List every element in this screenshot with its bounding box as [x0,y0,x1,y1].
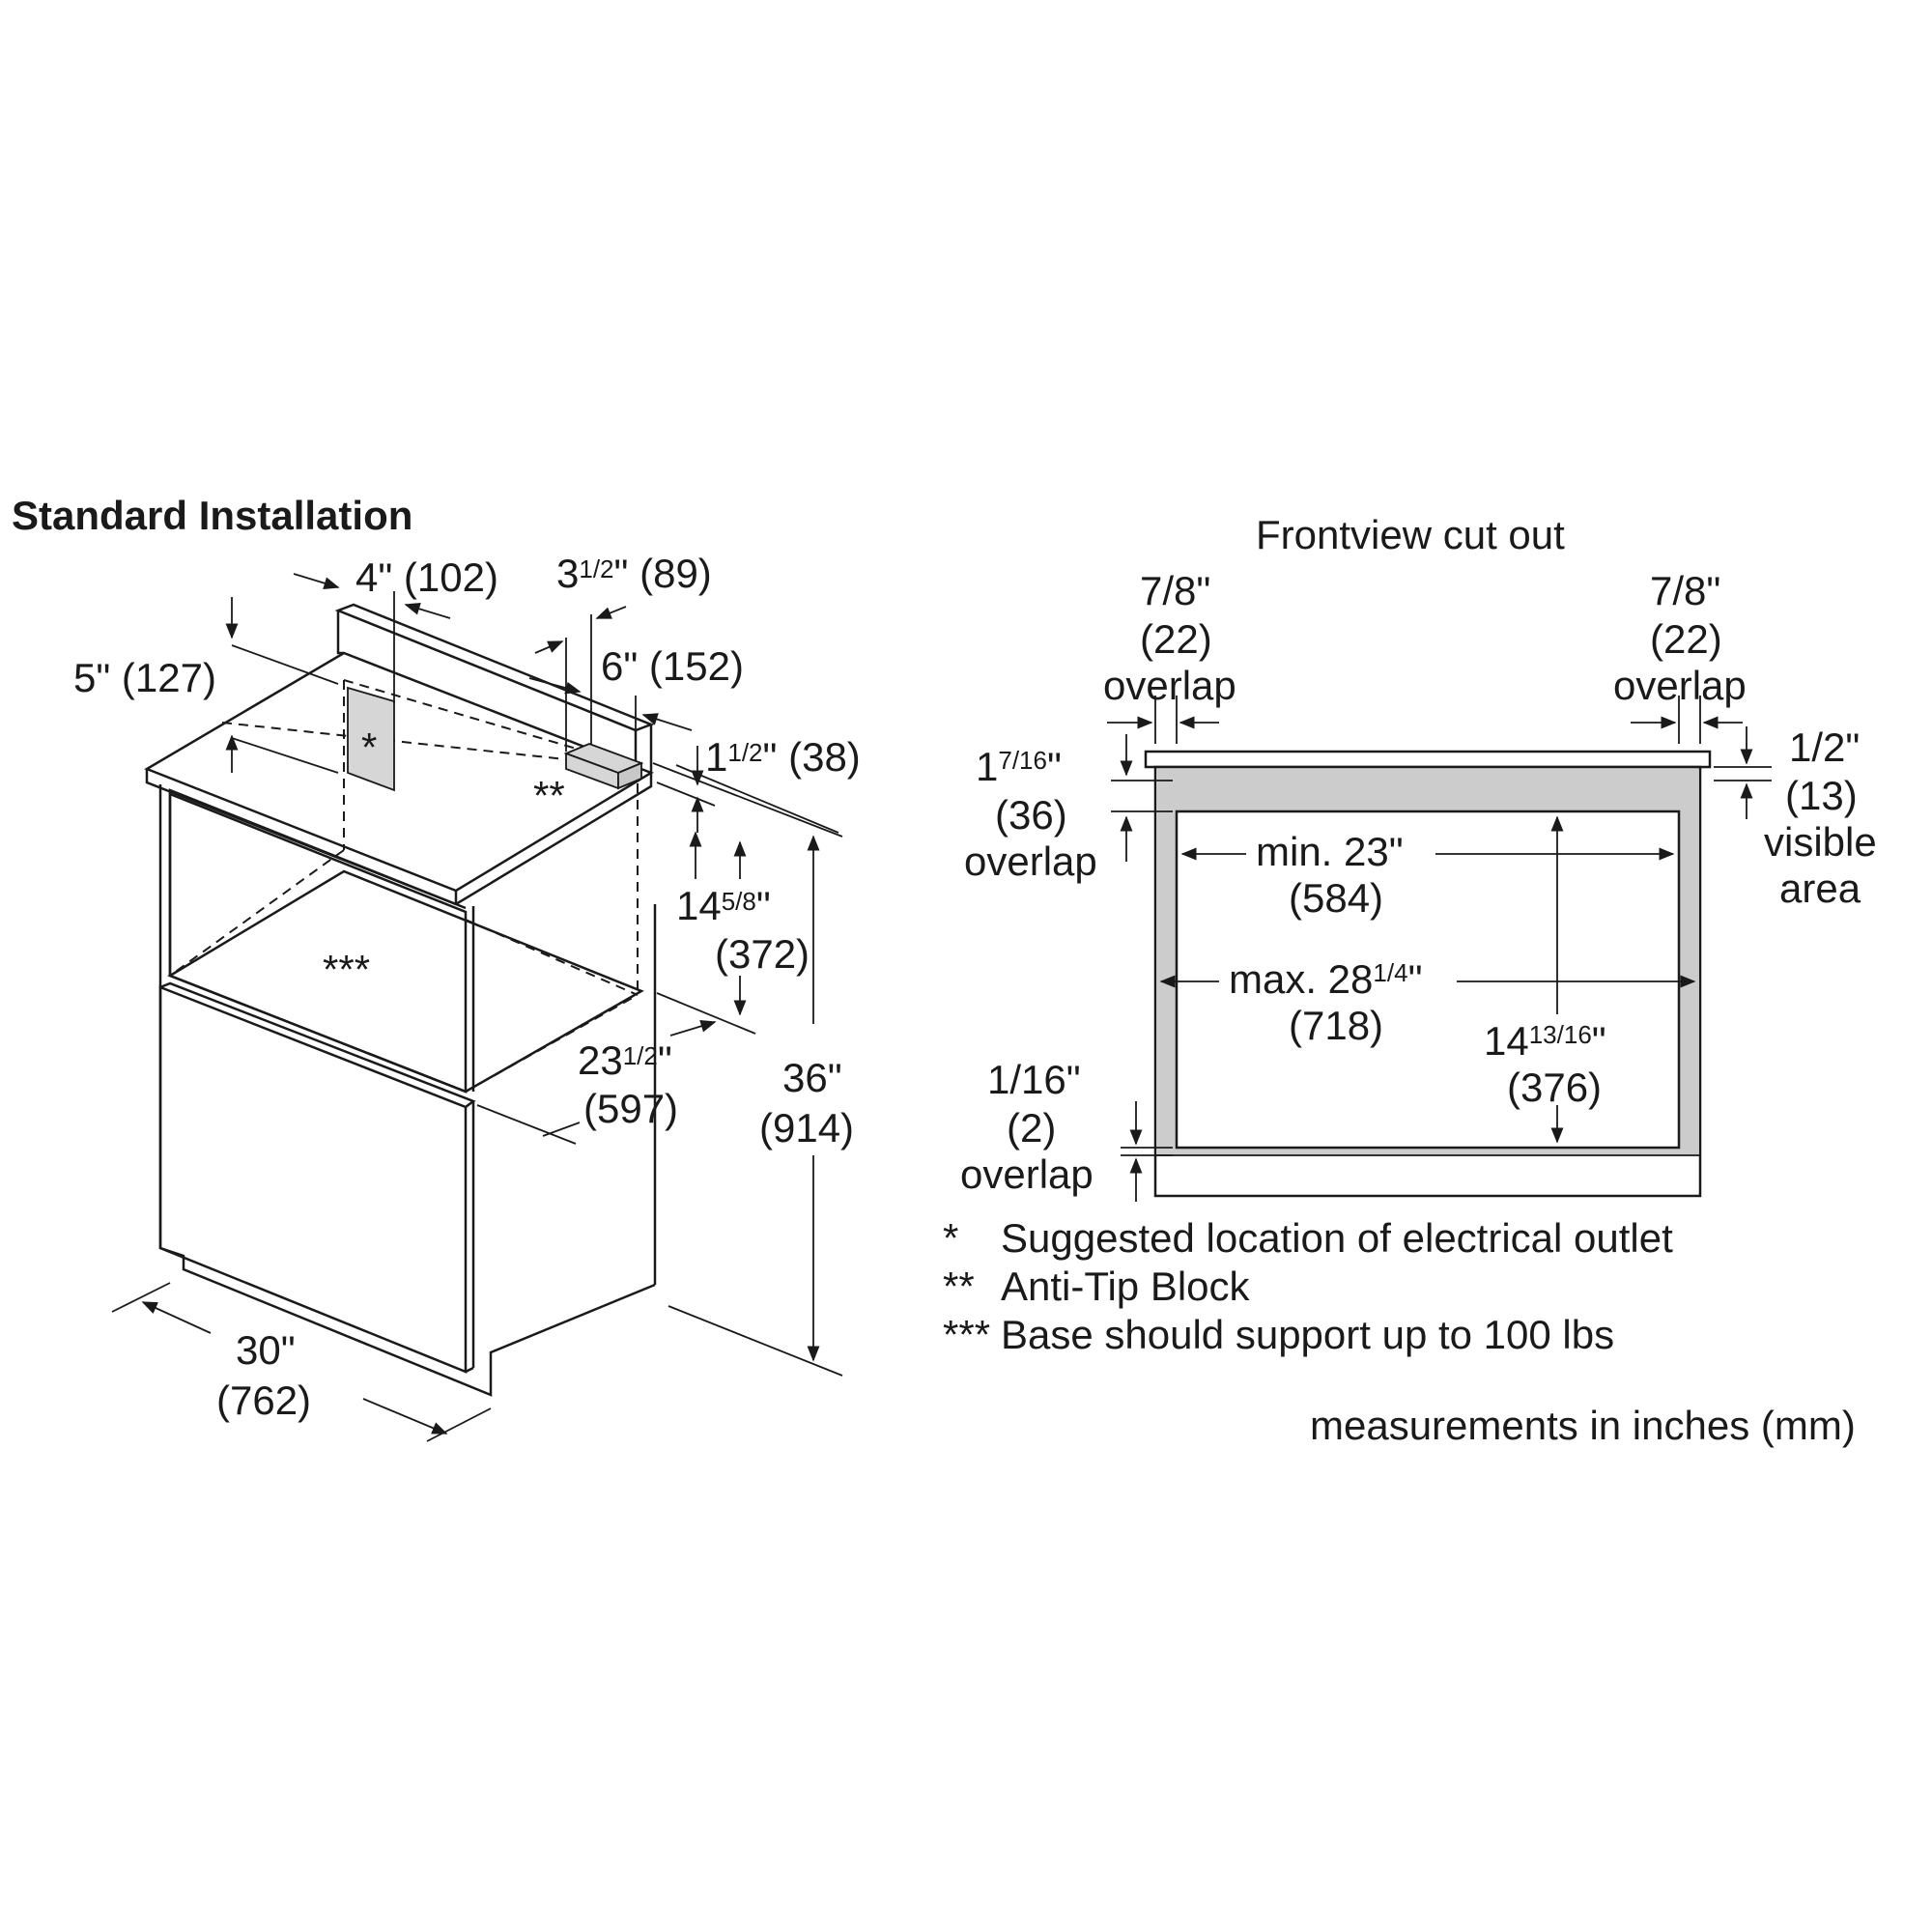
svg-text:17/16": 17/16" [976,744,1062,789]
svg-text:(584): (584) [1289,875,1383,921]
svg-text:area: area [1779,866,1861,911]
svg-text:6" (152): 6" (152) [601,643,744,689]
outlet-mark: * [361,724,377,770]
dim-top-right-overlap: 7/8" (22) overlap [1613,568,1747,744]
dim-right-visible-area: 1/2" (13) visible area [1714,724,1877,911]
svg-text:overlap: overlap [964,838,1097,884]
svg-text:***: *** [943,1312,990,1357]
svg-text:overlap: overlap [1103,663,1236,708]
legend-item: * Suggested location of electrical outle… [943,1215,1673,1261]
dim-23-5in: 231/2" (597) [476,1020,717,1145]
svg-text:7/8": 7/8" [1650,568,1720,613]
svg-text:(376): (376) [1507,1065,1602,1110]
frontview-cutout-drawing: Frontview cut out 7/8" (22) overlap 7/8" [960,512,1877,1202]
hidden-lines [169,679,639,1093]
svg-text:145/8": 145/8" [676,883,771,928]
svg-text:30": 30" [236,1327,296,1373]
legend-item: *** Base should support up to 100 lbs [943,1312,1614,1357]
legend: * Suggested location of electrical outle… [943,1215,1673,1357]
svg-text:(718): (718) [1289,1003,1383,1048]
svg-text:**: ** [943,1264,975,1309]
svg-text:max. 281/4": max. 281/4" [1229,956,1422,1002]
svg-text:(22): (22) [1140,616,1212,662]
dim-30in: 30" (762) [111,1282,492,1442]
dim-5in: 5" (127) [73,597,339,774]
svg-text:(22): (22) [1650,616,1722,662]
anti-tip-block [563,743,644,790]
svg-text:overlap: overlap [1613,663,1747,708]
dim-left-overlap: 17/16" (36) overlap [964,734,1173,884]
svg-text:(914): (914) [759,1105,854,1151]
svg-text:(13): (13) [1785,773,1858,818]
standard-installation-title: Standard Installation [12,493,412,538]
svg-text:Base should support up to 100: Base should support up to 100 lbs [1001,1312,1614,1357]
dim-3-5in: 31/2" (89) [534,551,712,752]
cutout-frame [1153,765,1702,1198]
antitip-mark: ** [533,773,565,818]
svg-text:7/8": 7/8" [1140,568,1210,613]
dim-14-5-8in: 145/8" (372) [656,831,810,1035]
svg-text:min. 23": min. 23" [1256,829,1404,874]
appliance-top-plate [1144,750,1712,769]
cutout-opening [1175,810,1681,1150]
measurements-note: measurements in inches (mm) [1310,1403,1856,1448]
standard-installation-drawing: Standard Installation * [12,493,861,1442]
svg-text:visible: visible [1764,819,1877,865]
dim-height: 1413/16" (376) [1484,815,1606,1144]
dim-max-width: max. 281/4" (718) [1159,956,1696,1048]
svg-text:(36): (36) [995,792,1067,838]
svg-text:(2): (2) [1007,1105,1056,1151]
svg-text:11/2" (38): 11/2" (38) [705,734,861,780]
dim-min-width: min. 23" (584) [1180,829,1675,921]
svg-text:Suggested location of electric: Suggested location of electrical outlet [1001,1215,1673,1261]
dim-6in: 6" (152) [528,643,744,734]
dim-4in: 4" (102) [293,554,498,703]
base-mark: *** [323,947,370,992]
svg-text:Anti-Tip Block: Anti-Tip Block [1001,1264,1251,1309]
svg-text:1/2": 1/2" [1789,724,1860,770]
svg-text:(762): (762) [216,1378,311,1423]
svg-text:5" (127): 5" (127) [73,655,216,700]
cabinet [158,784,657,1397]
frontview-title: Frontview cut out [1256,512,1565,557]
svg-text:(597): (597) [583,1086,678,1131]
svg-text:231/2": 231/2" [578,1037,672,1083]
overlap-band [1157,769,1698,1155]
dim-bottom-left-overlap: 1/16" (2) overlap [960,1057,1173,1202]
svg-text:31/2" (89): 31/2" (89) [556,551,712,596]
dim-1-5in: 11/2" (38) [656,734,861,834]
outlet-location [347,686,395,792]
svg-text:*: * [943,1215,958,1261]
svg-text:1/16": 1/16" [987,1057,1081,1102]
svg-text:1413/16": 1413/16" [1484,1018,1606,1064]
legend-item: ** Anti-Tip Block [943,1264,1251,1309]
dim-36in: 36" (914) [652,762,854,1377]
svg-text:overlap: overlap [960,1151,1094,1197]
svg-text:4" (102): 4" (102) [355,554,498,600]
dim-top-left-overlap: 7/8" (22) overlap [1103,568,1236,744]
svg-text:36": 36" [782,1055,842,1100]
svg-text:(372): (372) [715,931,810,977]
